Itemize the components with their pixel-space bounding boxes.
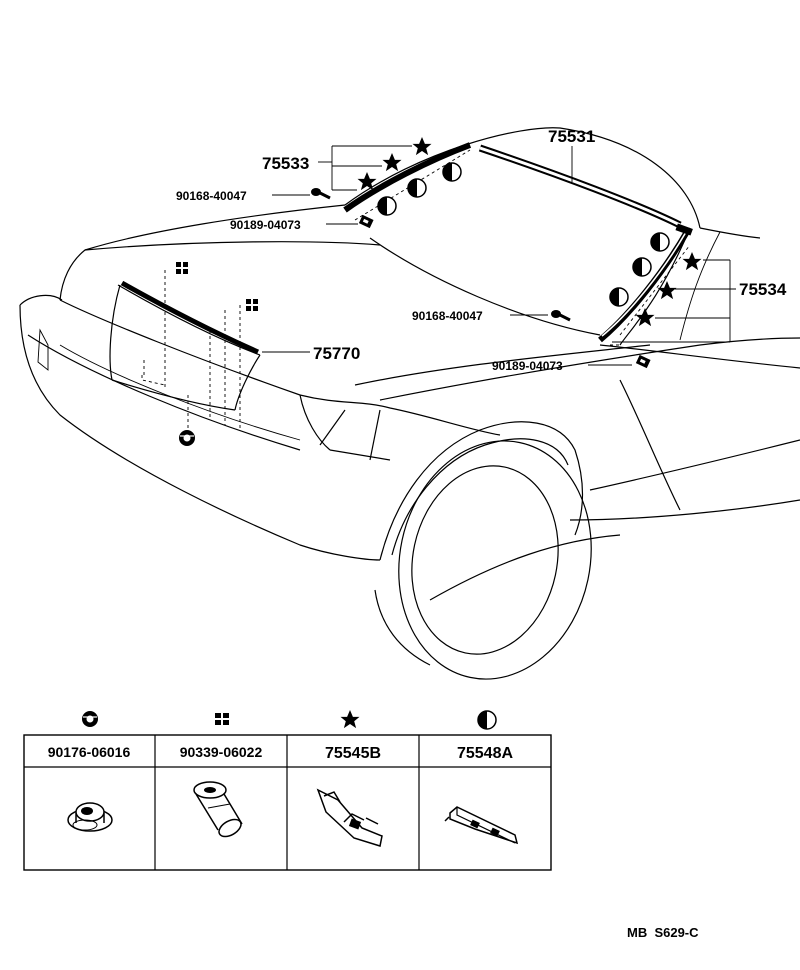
- windshield-molding-75531: [343, 142, 682, 229]
- trunk-clip-guides: [141, 270, 241, 430]
- retainer-clip-drawing: [316, 788, 383, 847]
- screw-icon: [551, 310, 571, 322]
- half-circle-icon: [650, 232, 670, 252]
- legend-part-4: 75548A: [457, 745, 513, 762]
- legend-table: 90176-06016 90339-06022 75545B 75548A: [23, 710, 552, 871]
- car-outline: [19, 127, 800, 680]
- star-icon: [682, 252, 702, 271]
- legend-part-2: 90339-06022: [180, 744, 263, 760]
- callout-75533: 75533: [262, 154, 309, 173]
- half-circle-icon: [377, 196, 397, 216]
- leader-lines: [262, 145, 736, 366]
- circle-clip-icon: [179, 430, 195, 446]
- grommet-drawing: [67, 802, 113, 832]
- callout-clip-right: 90189-04073: [492, 359, 563, 373]
- back-molding-75770: [120, 279, 261, 355]
- half-circle-icon: [477, 710, 497, 730]
- callout-screw-right: 90168-40047: [412, 309, 483, 323]
- nut-clip-drawing: [193, 781, 243, 838]
- double-bar-icon: [215, 713, 229, 725]
- star-icon: [412, 137, 432, 156]
- legend-part-3: 75545B: [325, 745, 381, 762]
- double-bar-icon: [176, 262, 188, 274]
- callout-75770: 75770: [313, 344, 360, 363]
- screw-icon: [311, 188, 331, 200]
- clip-icon: [635, 354, 651, 369]
- half-circle-icon: [407, 178, 427, 198]
- half-circle-icon: [609, 287, 629, 307]
- callout-clip-left: 90189-04073: [230, 218, 301, 232]
- diagram-code: MB S629-C: [627, 925, 699, 940]
- clip-icon: [358, 214, 374, 229]
- star-icon: [340, 710, 360, 729]
- trunk-lid: [109, 284, 261, 411]
- callout-screw-left: 90168-40047: [176, 189, 247, 203]
- callout-labels: 75533 75531 90168-40047 90189-04073 7577…: [176, 127, 787, 373]
- callout-75534: 75534: [739, 280, 787, 299]
- half-circle-icon: [632, 257, 652, 277]
- callout-75531: 75531: [548, 127, 595, 146]
- star-icon: [382, 153, 402, 172]
- half-circle-icon: [442, 162, 462, 182]
- bracket-clip-drawing: [444, 806, 519, 845]
- double-bar-icon: [246, 299, 258, 311]
- star-icon: [657, 281, 677, 300]
- roof-side-molding-right: [598, 223, 693, 343]
- star-icon: [357, 172, 377, 191]
- legend-part-1: 90176-06016: [48, 744, 131, 760]
- circle-clip-icon: [82, 711, 98, 727]
- star-icon: [635, 308, 655, 327]
